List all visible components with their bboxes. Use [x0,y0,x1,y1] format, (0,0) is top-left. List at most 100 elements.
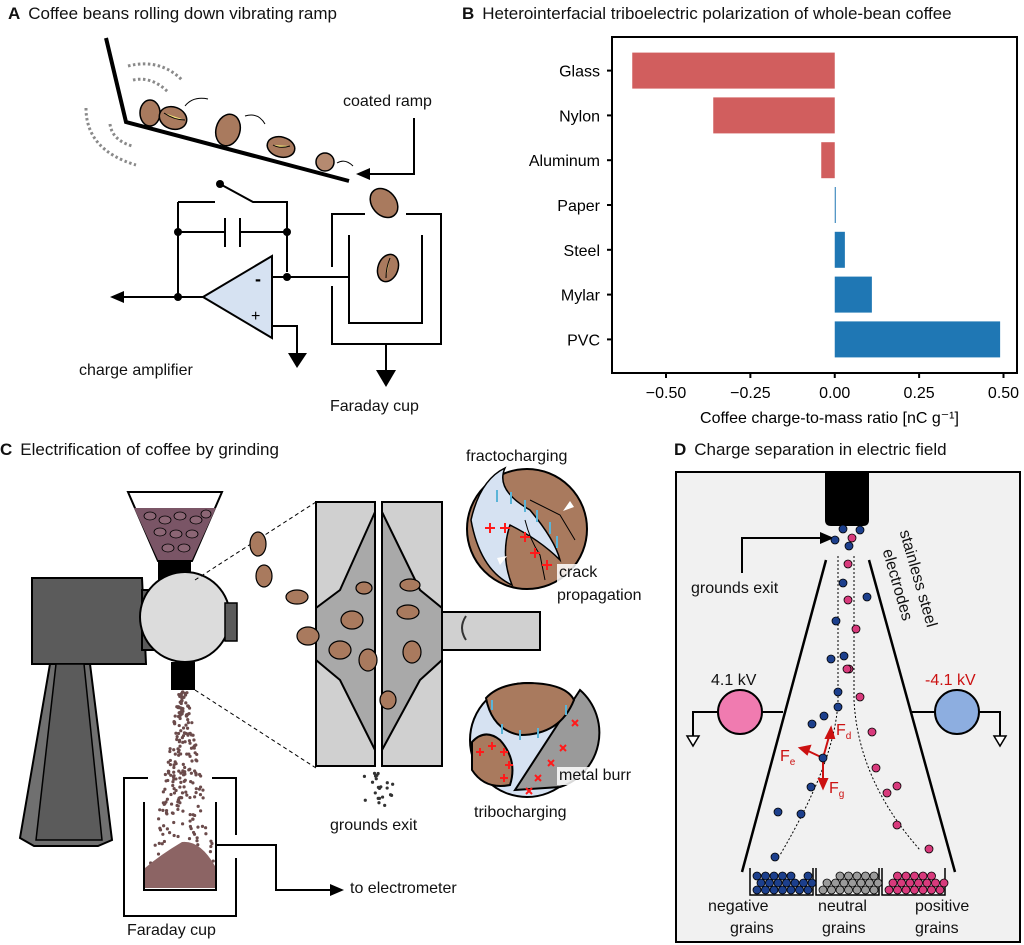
propagation-label: propagation [557,587,642,604]
ground-particle [377,801,381,805]
negative-grain [807,878,817,888]
ground-particle [168,747,172,751]
ground-particle [192,746,196,750]
burr-shaft [441,611,541,651]
ground-particle [191,781,195,785]
ground-particle [174,731,178,735]
ground-particle [194,787,198,791]
faraday-cup [331,213,442,345]
ground-particle [162,824,166,828]
neutral-grain [869,885,879,895]
negative-grain [799,878,808,888]
ground-particle [377,796,382,800]
vibration-icon [84,62,184,167]
negative-grain [790,878,800,888]
ground-particle [181,726,186,730]
panel-c-title-text: Electrification of coffee by grinding [20,440,279,459]
ground-particle [164,808,169,813]
ground-particle [184,723,188,727]
panel-a-letter: A [8,4,21,23]
op-amp-icon [201,254,273,340]
grinder-nozzle [825,473,869,526]
neutral-grain [865,878,874,888]
ground-particle [184,701,188,705]
ground-icon [376,370,396,387]
positive-grain [922,878,932,888]
ground-particle [181,690,185,694]
negative-grain [831,616,841,626]
ytick-label: PVC [567,332,600,349]
negative-grain [773,807,783,817]
positive-grain [882,788,892,798]
ground-particle [188,767,192,771]
negative-grain [756,878,766,888]
ytick-label: Steel [564,243,600,260]
neutral-grain [856,878,866,888]
ground-particle [176,834,180,839]
ground-particle [175,737,179,742]
ground-particle [376,771,380,776]
ground-particle [204,832,208,836]
faraday-cup-label-a: Faraday cup [330,398,419,415]
panel-c-diagram [18,466,601,917]
negative-grain [803,885,813,895]
ground-particle [185,726,190,730]
negative-grain [770,852,780,862]
ground-particle [175,735,179,739]
ground-particle [157,841,161,845]
ground-particle [176,731,181,736]
negative-grain [782,878,791,888]
negative-grain [844,541,854,551]
ground-particle [172,820,176,825]
coffee-bean [214,113,242,147]
ground-particle [177,740,181,744]
panel-a-title-text: Coffee beans rolling down vibrating ramp [28,4,337,23]
ground-particle [383,803,387,808]
ground-particle [156,817,161,821]
neutral-grain [861,871,870,881]
ground-particle [171,780,175,784]
ground-particle [167,769,171,774]
xtick-label: 0.25 [904,385,935,402]
ground-particle [187,752,191,756]
positive-voltage-source [717,689,763,735]
ground-particle [180,736,184,740]
xtick-label: −0.25 [730,385,771,402]
ground-particle [169,802,174,806]
ground-particle [373,791,377,795]
ground-particle [182,731,187,735]
bar-mylar [834,276,872,313]
ground-particle [178,700,182,704]
positive-grain [910,885,919,895]
ground-particle [186,718,190,722]
ground-particle [176,747,180,751]
negative-grain [786,871,796,881]
positive-grain [918,885,928,895]
ground-particle [166,760,170,764]
ground-particle [182,785,186,789]
negative-grain [803,871,813,881]
ground-particle [172,833,176,838]
ground-particle [181,773,186,777]
neutral-grain [831,878,840,888]
ground-particle [172,774,176,778]
fractocharging-inset [466,466,588,590]
ground-particle [177,769,181,773]
positive-grain [893,885,902,895]
plot-frame [611,36,1018,374]
ground-particle [385,786,389,790]
ground-particle [172,748,176,752]
negative-grain [855,525,865,535]
neutral-grain [827,885,836,895]
ground-particle [173,752,177,756]
ground-particle [178,713,182,717]
ground-particle [176,804,180,808]
output-arrow-icon [110,291,124,303]
neutral-grain [852,871,862,881]
ground-particle [184,714,188,718]
positive-grain [892,820,902,830]
panel-d-title-text: Charge separation in electric field [694,440,947,459]
ground-particle [178,776,182,780]
bar-paper [834,187,836,223]
